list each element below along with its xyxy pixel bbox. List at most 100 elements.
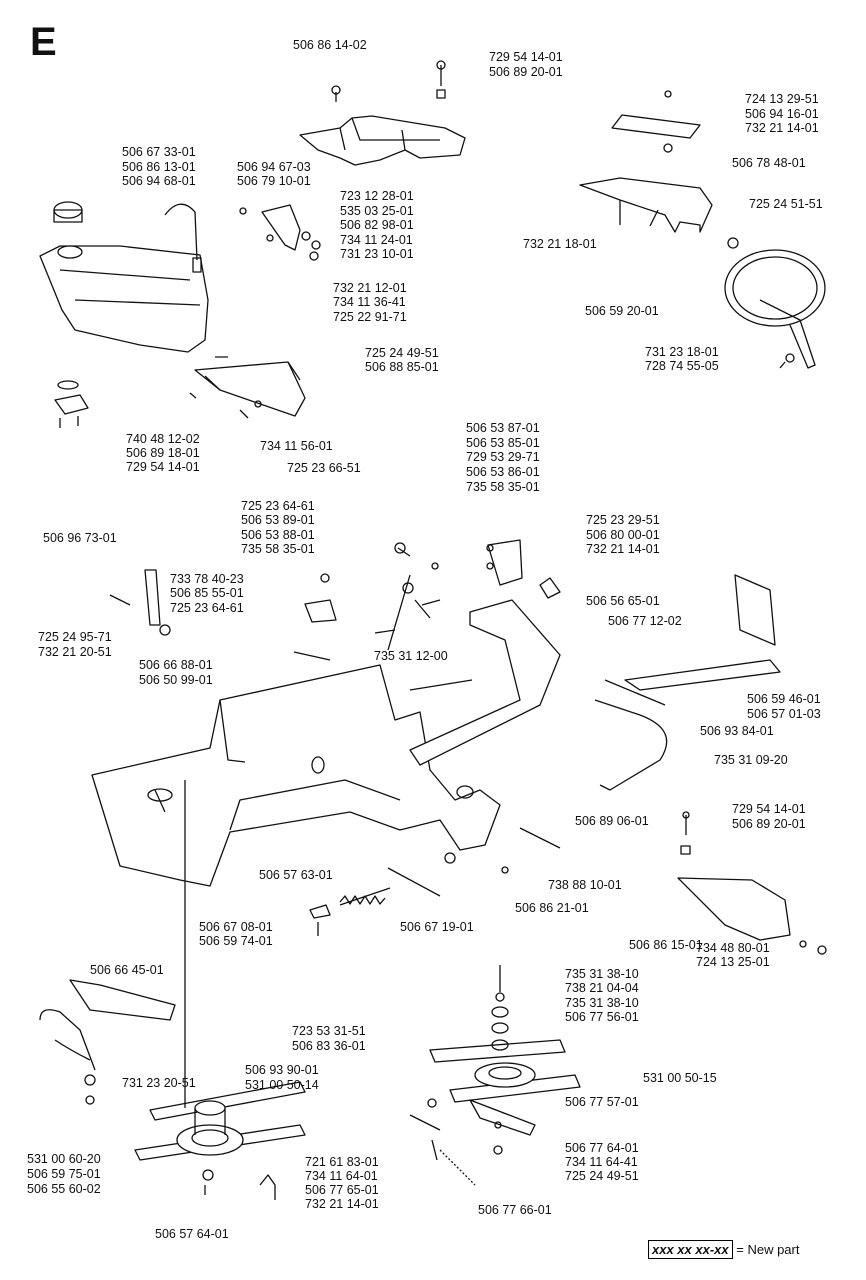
part-label: 506 77 66-01: [478, 1203, 552, 1217]
part-label: 506 77 12-02: [608, 614, 682, 628]
part-label: 535 03 25-01: [340, 204, 414, 218]
part-label: 733 78 40-23: [170, 572, 244, 586]
part-label: 506 66 45-01: [90, 963, 164, 977]
part-label: 506 77 64-01: [565, 1141, 639, 1155]
part-label: 732 21 14-01: [305, 1197, 379, 1211]
part-label: 506 57 64-01: [155, 1227, 229, 1241]
left-blade-assembly-drawing: [39, 780, 306, 1200]
part-label: 735 31 12-00: [374, 649, 448, 663]
part-label: 734 11 64-01: [305, 1169, 378, 1183]
part-label: 725 23 64-61: [170, 601, 244, 615]
part-label: 732 21 14-01: [745, 121, 819, 135]
part-label: 731 23 20-51: [122, 1076, 196, 1090]
part-label: 735 31 38-10: [565, 967, 639, 981]
part-label: 725 24 95-71: [38, 630, 112, 644]
steering-bracket-drawing: [579, 90, 739, 249]
part-label: 725 24 49-51: [565, 1169, 639, 1183]
part-label: 725 24 51-51: [749, 197, 823, 211]
part-label: 729 54 14-01: [732, 802, 806, 816]
part-label: 531 00 50-14: [245, 1078, 319, 1092]
part-label: 506 57 01-03: [747, 707, 821, 721]
part-label: 506 59 46-01: [747, 692, 821, 706]
section-letter: E: [30, 20, 57, 64]
part-label: 729 53 29-71: [466, 450, 540, 464]
part-label: 729 54 14-01: [489, 50, 563, 64]
part-label: 506 96 73-01: [43, 531, 117, 545]
part-label: 725 23 29-51: [586, 513, 660, 527]
part-label: 531 00 50-15: [643, 1071, 717, 1085]
part-label: 531 00 60-20: [27, 1152, 101, 1166]
part-label: 729 54 14-01: [126, 460, 200, 474]
part-label: 506 53 88-01: [241, 528, 315, 542]
part-label: 506 59 74-01: [199, 934, 273, 948]
part-label: 506 53 86-01: [466, 465, 540, 479]
main-frame-drawing: [91, 574, 781, 887]
part-label: 506 89 18-01: [126, 446, 200, 460]
part-label: 735 58 35-01: [241, 542, 315, 556]
part-label: 506 59 20-01: [585, 304, 659, 318]
part-label: 506 86 21-01: [515, 901, 589, 915]
part-label: 506 77 56-01: [565, 1010, 639, 1024]
part-label: 506 86 14-02: [293, 38, 367, 52]
spring-drawing: [309, 867, 441, 936]
part-label: 506 56 65-01: [586, 594, 660, 608]
part-label: 506 93 90-01: [245, 1063, 319, 1077]
part-label: 506 79 10-01: [237, 174, 311, 188]
part-label: 725 22 91-71: [333, 310, 407, 324]
part-label: 506 50 99-01: [139, 673, 213, 687]
part-label: 506 77 65-01: [305, 1183, 379, 1197]
steering-wheel-drawing: [724, 249, 826, 369]
part-label: 506 67 08-01: [199, 920, 273, 934]
right-cover-drawing: [677, 811, 827, 955]
part-label: 732 21 18-01: [523, 237, 597, 251]
part-label: 725 23 66-51: [287, 461, 361, 475]
part-label: 738 88 10-01: [548, 878, 622, 892]
part-label: 506 82 98-01: [340, 218, 414, 232]
part-label: 506 55 60-02: [27, 1182, 101, 1196]
part-label: 506 66 88-01: [139, 658, 213, 672]
part-label: 506 89 20-01: [732, 817, 806, 831]
part-label: 731 23 18-01: [645, 345, 719, 359]
part-label: 506 89 06-01: [575, 814, 649, 828]
part-label: 506 57 63-01: [259, 868, 333, 882]
part-label: 506 83 36-01: [292, 1039, 366, 1053]
part-label: 735 31 09-20: [714, 753, 788, 767]
legend-text: = New part: [736, 1242, 800, 1257]
part-label: 721 61 83-01: [305, 1155, 379, 1169]
part-label: 725 23 64-61: [241, 499, 315, 513]
part-label: 506 86 15-01: [629, 938, 703, 952]
part-label: 506 85 55-01: [170, 586, 244, 600]
part-label: 732 21 12-01: [333, 281, 407, 295]
part-label: 735 31 38-10: [565, 996, 639, 1010]
part-label: 506 77 57-01: [565, 1095, 639, 1109]
part-label: 723 12 28-01: [340, 189, 414, 203]
part-label: 734 11 24-01: [340, 233, 413, 247]
part-label: 506 78 48-01: [732, 156, 806, 170]
part-label: 734 11 56-01: [260, 439, 333, 453]
part-label: 732 21 14-01: [586, 542, 660, 556]
part-label: 506 53 87-01: [466, 421, 540, 435]
part-label: 740 48 12-02: [126, 432, 200, 446]
part-label: 724 13 25-01: [696, 955, 770, 969]
fuel-bracket-drawing: [189, 204, 321, 419]
part-label: 724 13 29-51: [745, 92, 819, 106]
part-label: 506 94 16-01: [745, 107, 819, 121]
legend: xxx xx xx-xx = New part: [648, 1240, 799, 1259]
part-label: 506 53 89-01: [241, 513, 315, 527]
linkage-drawing: [109, 539, 561, 661]
part-label: 506 59 75-01: [27, 1167, 101, 1181]
right-blade-assembly-drawing: [409, 965, 581, 1186]
part-label: 734 11 36-41: [333, 295, 406, 309]
legend-code: xxx xx xx-xx: [648, 1240, 733, 1259]
part-label: 506 93 84-01: [700, 724, 774, 738]
part-label: 738 21 04-04: [565, 981, 639, 995]
part-label: 506 80 00-01: [586, 528, 660, 542]
part-label: 725 24 49-51: [365, 346, 439, 360]
part-label: 506 67 19-01: [400, 920, 474, 934]
part-label: 728 74 55-05: [645, 359, 719, 373]
seat-pan-drawing: [299, 60, 466, 166]
part-label: 735 58 35-01: [466, 480, 540, 494]
part-label: 506 89 20-01: [489, 65, 563, 79]
part-label: 506 67 33-01: [122, 145, 196, 159]
